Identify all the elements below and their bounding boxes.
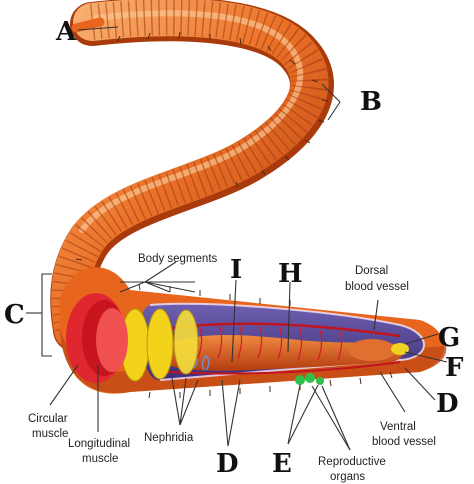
- label-circular-2: muscle: [32, 428, 68, 440]
- label-longitudinal-1: Longitudinal: [68, 438, 130, 450]
- pharynx: [348, 339, 396, 361]
- label-g: G: [438, 323, 460, 353]
- label-d-right: D: [436, 389, 459, 419]
- cavity-lining: [149, 302, 425, 381]
- setae: [72, 31, 329, 302]
- label-a: A: [55, 17, 77, 47]
- worm-body: [50, 0, 334, 352]
- label-ventral-2: blood vessel: [372, 436, 436, 448]
- label-i: I: [230, 255, 242, 285]
- brain: [391, 343, 409, 355]
- leader-lines: [26, 26, 448, 451]
- label-longitudinal-2: muscle: [82, 453, 118, 465]
- label-reproductive-2: organs: [330, 471, 365, 483]
- label-nephridia: Nephridia: [144, 432, 194, 444]
- worm-tail-tip: [71, 17, 105, 33]
- label-b: B: [360, 87, 382, 117]
- label-f: F: [445, 353, 464, 383]
- ventral-blood-vessel: [167, 361, 401, 375]
- label-body-segments: Body segments: [138, 253, 218, 265]
- reproductive-organs: [295, 373, 324, 385]
- septa: [120, 308, 199, 382]
- anterior-section: [59, 267, 447, 399]
- label-d-lower: D: [216, 449, 239, 479]
- label-dorsal-1: Dorsal: [355, 265, 388, 277]
- label-ventral-1: Ventral: [380, 421, 416, 433]
- label-e: E: [272, 449, 292, 479]
- label-reproductive-1: Reproductive: [318, 456, 386, 468]
- label-c: C: [4, 300, 25, 330]
- label-h: H: [278, 259, 303, 289]
- muscle-layers: [66, 293, 128, 383]
- worm-tube: [51, 0, 329, 349]
- label-circular-1: Circular: [28, 413, 68, 425]
- label-dorsal-2: blood vessel: [345, 281, 409, 293]
- aortic-arches: [197, 325, 343, 361]
- intestine: [168, 335, 404, 371]
